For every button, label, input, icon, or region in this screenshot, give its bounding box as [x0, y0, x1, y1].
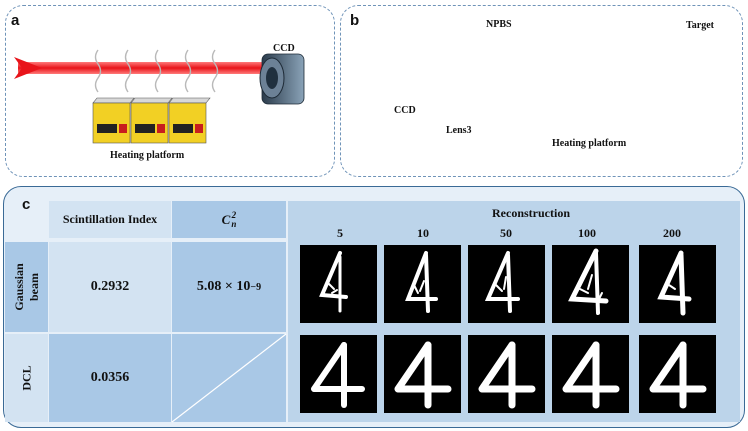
cn2-mantissa: 5.08 × 10: [196, 279, 251, 294]
iteration-label: 100: [578, 226, 596, 240]
recon-gaussian-100: [552, 245, 629, 323]
iteration-label: 5: [337, 226, 343, 240]
npbs-label: NPBS: [486, 19, 512, 30]
cn2-sub: n: [231, 218, 237, 229]
dcl-scintillation-value: 0.0356: [49, 334, 171, 422]
laser-arrow-a: [14, 57, 42, 79]
header-reconstruction: Reconstruction: [492, 206, 570, 220]
recon-gaussian-200: [639, 245, 716, 323]
heater-unit: [130, 97, 173, 144]
recon-dcl-50: [468, 335, 545, 413]
panel-c-label: c: [22, 196, 31, 213]
heating-platform-a: [92, 97, 211, 144]
platform-label-a: Heating platform: [110, 150, 185, 161]
row-name-line2: beam: [26, 273, 41, 302]
iteration-label: 10: [417, 226, 429, 240]
recon-dcl-100: [552, 335, 629, 413]
recon-gaussian-10: [384, 245, 461, 323]
heater-unit: [92, 97, 135, 144]
gaussian-cn2-value: 5.08 × 10−9: [172, 242, 286, 332]
cn2-base: C: [221, 211, 231, 227]
cn2-sup: 2: [231, 209, 237, 220]
row-name-line1: DCL: [19, 365, 33, 391]
recon-dcl-5: [300, 335, 377, 413]
ccd-camera-a: [259, 53, 305, 105]
platform-label-b: Heating platform: [552, 138, 627, 149]
target-label: Target: [686, 20, 714, 31]
row-label-gaussian: Gaussian beam: [5, 242, 48, 332]
dcl-cn2-cell: [171, 333, 287, 423]
panel-a-label: a: [11, 12, 20, 29]
iteration-label: 200: [663, 226, 681, 240]
header-scintillation: Scintillation Index: [49, 201, 171, 238]
diagonal-line: [171, 333, 287, 423]
heat-waves-a: [94, 49, 219, 93]
recon-gaussian-50: [468, 245, 545, 323]
row-name-line1: Gaussian: [11, 263, 26, 311]
recon-gaussian-5: [300, 245, 377, 323]
row-label-dcl: DCL: [5, 334, 48, 422]
recon-dcl-10: [384, 335, 461, 413]
panel-b-label: b: [350, 12, 360, 29]
panel-b: [340, 5, 743, 177]
recon-dcl-200: [639, 335, 716, 413]
lens3-label: Lens3: [446, 125, 472, 136]
iteration-label: 50: [500, 226, 512, 240]
gaussian-scintillation-value: 0.2932: [49, 242, 171, 332]
heater-unit: [168, 97, 211, 144]
cn2-exponent: −9: [250, 281, 262, 293]
laser-beam-a: [18, 62, 273, 74]
ccd-label-b: CCD: [394, 105, 416, 116]
ccd-label-a: CCD: [273, 43, 295, 54]
